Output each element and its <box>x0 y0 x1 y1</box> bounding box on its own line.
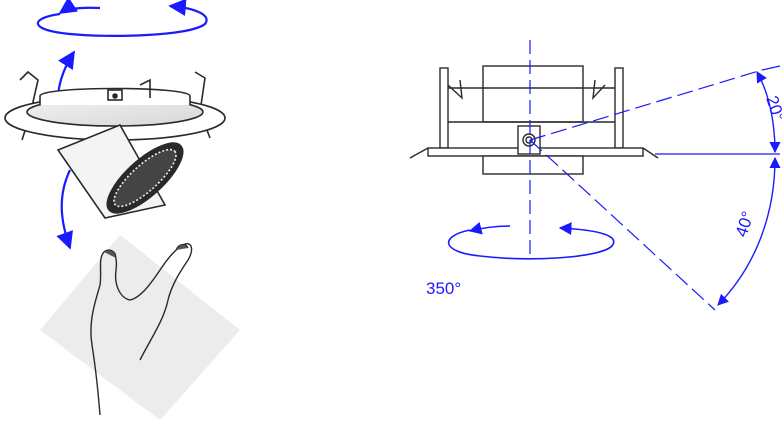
hand-illustration <box>40 235 240 420</box>
tilt-down-angle-label: 40° <box>732 209 758 239</box>
rotation-angle-label: 350° <box>426 279 461 298</box>
tilt-down-line <box>529 139 716 311</box>
tilted-lamp-cylinder <box>56 123 184 219</box>
rotation-arrow-bottom <box>447 221 615 260</box>
tilt-down-arc <box>717 156 781 306</box>
tilt-up-line <box>529 69 763 141</box>
rotation-arrow-top <box>36 0 208 37</box>
side-view-drawing: 350° 40° 20° <box>409 40 782 311</box>
fixture-side-view <box>409 65 659 175</box>
tilt-up-arc <box>756 71 781 154</box>
tilt-up-angle-label: 20° <box>762 93 782 123</box>
tilt-up-extension <box>761 65 781 71</box>
downlight-frame <box>4 70 226 141</box>
tilt-arrow-down <box>56 169 73 250</box>
downlight-illustration <box>4 0 240 420</box>
